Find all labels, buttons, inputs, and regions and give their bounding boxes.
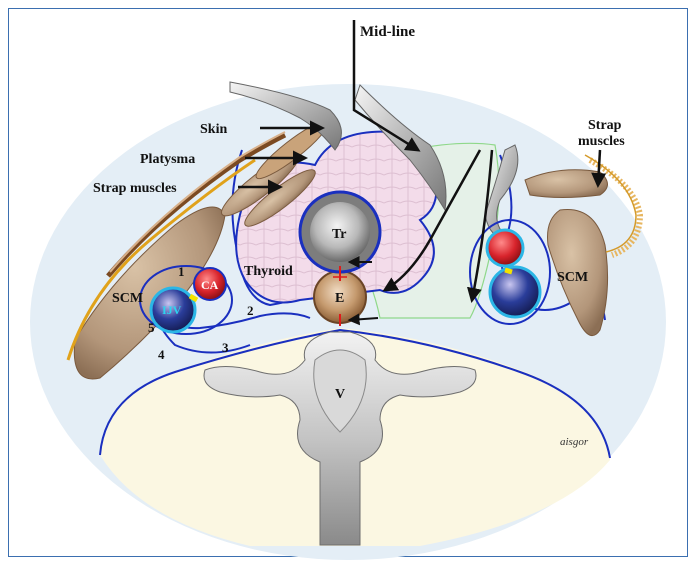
esophagus-label: E bbox=[335, 291, 344, 306]
fascia-number-3: 3 bbox=[222, 340, 229, 355]
vagus-right bbox=[505, 270, 512, 272]
artist-signature: aisgor bbox=[560, 436, 589, 448]
strap-muscles-right-label-2: muscles bbox=[578, 134, 625, 149]
fascia-number-2: 2 bbox=[247, 303, 254, 318]
strap-muscles-right-label-1: Strap bbox=[588, 118, 622, 133]
carotid-artery-right bbox=[487, 230, 523, 266]
ijv-right bbox=[490, 267, 540, 317]
fascia-number-4: 4 bbox=[158, 347, 165, 362]
scm-left-label: SCM bbox=[112, 291, 143, 306]
ijv-label: IJV bbox=[162, 303, 182, 317]
fascia-number-1: 1 bbox=[178, 264, 185, 279]
skin-label: Skin bbox=[200, 122, 227, 137]
scm-right-label: SCM bbox=[557, 270, 588, 285]
vertebra-label: V bbox=[335, 387, 345, 402]
thyroid-label: Thyroid bbox=[244, 264, 293, 279]
trachea-label: Tr bbox=[332, 227, 347, 242]
fascia-number-5: 5 bbox=[148, 320, 155, 335]
carotid-label: CA bbox=[201, 278, 219, 292]
strap-muscles-left-label: Strap muscles bbox=[93, 181, 177, 196]
vagus-left bbox=[190, 296, 197, 300]
midline-label: Mid-line bbox=[360, 24, 415, 40]
platysma-label: Platysma bbox=[140, 152, 195, 167]
